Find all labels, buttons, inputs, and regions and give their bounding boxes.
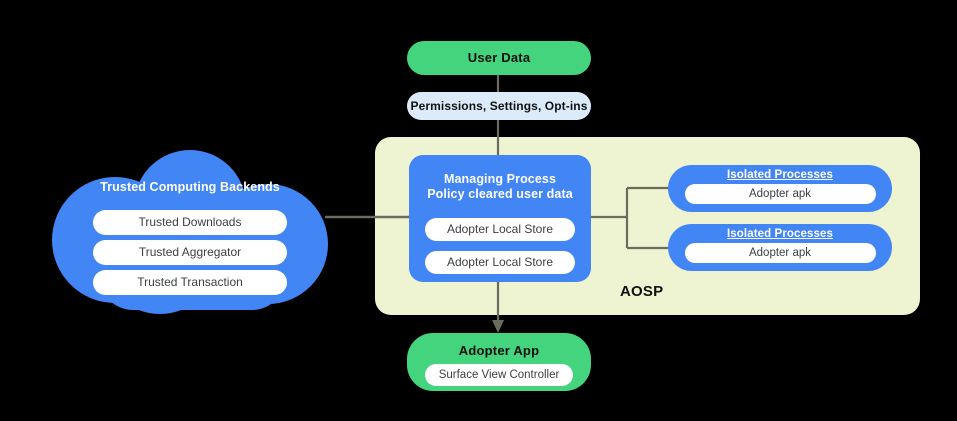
permissions-settings-optins-box: Permissions, Settings, Opt-ins xyxy=(407,92,591,120)
isolated-process-title: Isolated Processes xyxy=(727,169,833,181)
cloud-title: Trusted Computing Backends xyxy=(100,180,280,194)
aosp-label: AOSP xyxy=(620,283,664,300)
user-data-box: User Data xyxy=(407,41,591,75)
adopter-apk-pill: Adopter apk xyxy=(684,243,876,263)
trusted-aggregator-pill: Trusted Aggregator xyxy=(93,240,287,265)
arrowhead-down-icon xyxy=(492,320,504,333)
permissions-label: Permissions, Settings, Opt-ins xyxy=(410,99,588,113)
isolated-process-box: Isolated Processes Adopter apk xyxy=(668,165,892,212)
adopter-apk-pill: Adopter apk xyxy=(684,184,876,204)
managing-process-title-line2: Policy cleared user data xyxy=(427,187,573,201)
trusted-transaction-pill: Trusted Transaction xyxy=(93,270,287,295)
isolated-process-title: Isolated Processes xyxy=(727,228,833,240)
adopter-app-box: Adopter App Surface View Controller xyxy=(407,333,591,391)
adopter-local-store-pill: Adopter Local Store xyxy=(425,218,575,241)
adopter-app-title: Adopter App xyxy=(458,343,540,358)
trusted-computing-backends-cloud: Trusted Computing Backends Trusted Downl… xyxy=(40,148,340,316)
managing-process-title-line1: Managing Process xyxy=(443,172,557,186)
trusted-downloads-pill: Trusted Downloads xyxy=(93,210,287,235)
isolated-process-box: Isolated Processes Adopter apk xyxy=(668,224,892,271)
managing-process-title: Managing Process Policy cleared user dat… xyxy=(409,155,591,202)
adopter-local-store-pill: Adopter Local Store xyxy=(425,251,575,274)
managing-process-box: Managing Process Policy cleared user dat… xyxy=(409,155,591,282)
surface-view-controller-pill: Surface View Controller xyxy=(425,364,573,386)
user-data-label: User Data xyxy=(467,50,531,65)
